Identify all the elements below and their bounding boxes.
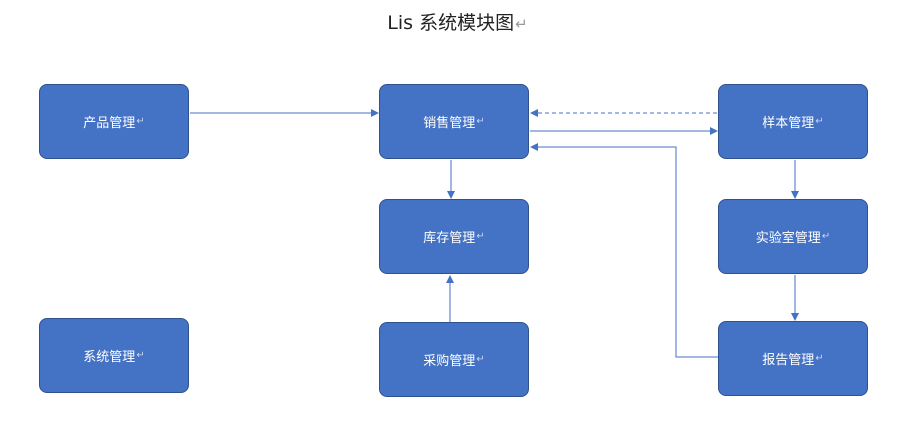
edge-report-to-sales — [530, 143, 718, 358]
node-sample-management[interactable]: 样本管理↵ — [718, 84, 868, 159]
diagram-title-text: Lis 系统模块图 — [387, 12, 515, 34]
node-system-management[interactable]: 系统管理↵ — [39, 318, 189, 393]
paragraph-mark-icon: ↵ — [136, 116, 145, 127]
node-lab-management[interactable]: 实验室管理↵ — [718, 199, 868, 274]
node-label: 样本管理 — [762, 116, 815, 131]
paragraph-mark-icon: ↵ — [821, 231, 831, 242]
node-label: 报告管理 — [762, 353, 815, 368]
node-label: 库存管理 — [423, 231, 476, 246]
paragraph-mark-icon: ↵ — [815, 116, 824, 127]
node-label: 采购管理 — [423, 354, 476, 369]
paragraph-mark-icon: ↵ — [815, 353, 824, 364]
paragraph-mark-icon: ↵ — [476, 116, 485, 127]
paragraph-mark-icon: ↵ — [476, 231, 485, 242]
paragraph-mark-icon: ↵ — [476, 354, 485, 365]
node-sales-management[interactable]: 销售管理↵ — [379, 84, 529, 159]
node-label: 实验室管理 — [755, 231, 821, 246]
node-product-management[interactable]: 产品管理↵ — [39, 84, 189, 159]
node-purchase-management[interactable]: 采购管理↵ — [379, 322, 529, 397]
node-report-management[interactable]: 报告管理↵ — [718, 321, 868, 396]
paragraph-mark-icon: ↵ — [136, 350, 145, 361]
diagram-title: Lis 系统模块图↵ — [0, 8, 915, 35]
node-label: 销售管理 — [423, 116, 476, 131]
node-stock-management[interactable]: 库存管理↵ — [379, 199, 529, 274]
node-label: 系统管理 — [83, 350, 136, 365]
paragraph-mark-icon: ↵ — [515, 15, 528, 33]
node-label: 产品管理 — [83, 116, 136, 131]
